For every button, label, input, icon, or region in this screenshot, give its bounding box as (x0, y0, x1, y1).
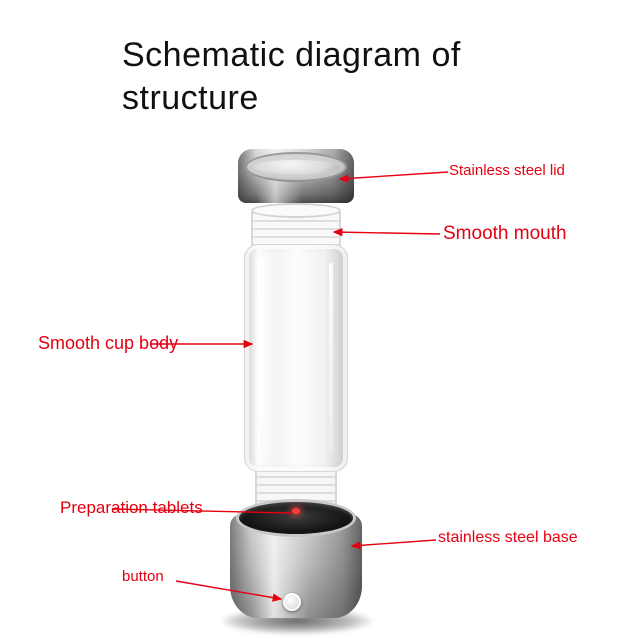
bottle-mouth-rim (251, 203, 341, 218)
page-title: Schematic diagram of structure (122, 36, 461, 117)
label-preparation-tablets: Preparation tablets (60, 498, 203, 517)
led-indicator (292, 508, 300, 514)
leader-lid (338, 171, 449, 183)
label-smooth-cup-body: Smooth cup body (38, 333, 179, 353)
label-button: button (122, 568, 164, 585)
label-smooth-mouth: Smooth mouth (443, 223, 567, 244)
leader-mouth (332, 227, 441, 237)
power-button (283, 593, 301, 611)
leader-base (350, 539, 437, 550)
base-top-disk (239, 502, 353, 534)
label-stainless-steel-base: stainless steel base (438, 529, 578, 546)
bottle-bottom-threads (255, 468, 337, 506)
bottle-cup-body (244, 244, 348, 472)
label-stainless-steel-lid: Stainless steel lid (449, 162, 565, 179)
bottle-lid-top (245, 152, 347, 182)
